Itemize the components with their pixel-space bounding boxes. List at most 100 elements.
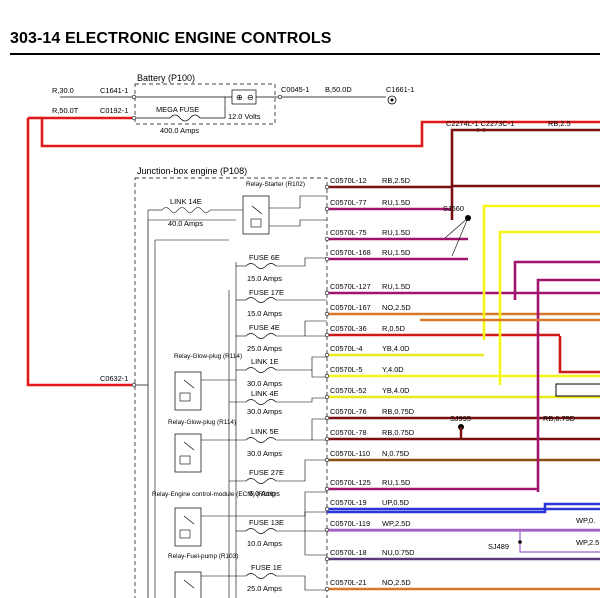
fuse13e-out-2 xyxy=(304,511,327,531)
ground-terminal-c1661-inner xyxy=(390,98,394,102)
link4e-rating: 30.0 Amps xyxy=(247,407,282,416)
link1e-rating: 30.0 Amps xyxy=(247,379,282,388)
circuit-wire-label: R,0.5D xyxy=(382,324,405,333)
relay-starter-out-2 xyxy=(269,219,327,227)
relay-glow-1-box xyxy=(174,371,202,411)
wire-right-purple-1 xyxy=(513,260,600,300)
wire-label-r50t: R,50.0T xyxy=(52,106,79,115)
relay-ecm-label: Relay-Engine control-module (ECM) (R116) xyxy=(152,491,275,498)
fuse27e-rating: 5.0 Amps xyxy=(249,489,280,498)
circuit-wire-label: NO,2.5D xyxy=(382,578,411,587)
circuit-pin-label: C0570L-18 xyxy=(330,548,367,557)
circuit-pin-label: C0570L-77 xyxy=(330,198,367,207)
circuit-pin-label: C0570L-52 xyxy=(330,386,367,395)
relay-fuel-switch xyxy=(183,579,195,589)
wire-label-rb25-top: RB,2.5 xyxy=(548,119,571,128)
circuit-connector-pin xyxy=(324,352,330,358)
relay-fuel-label: Relay-Fuel-pump (R103) xyxy=(168,553,238,560)
relay-starter-out-1 xyxy=(299,195,327,208)
splice-sj489: SJ489 xyxy=(488,542,509,551)
wire-right-purple-2 xyxy=(536,278,600,492)
circuit-wire-label: YB,4.0D xyxy=(382,386,410,395)
relay-glow-2-switch xyxy=(183,441,195,451)
link14e-symbol xyxy=(161,207,211,213)
link14e-rating: 40.0 Amps xyxy=(168,219,203,228)
circuit-pin-label: C0570L-110 xyxy=(330,449,370,458)
splice-sj560: SJ560 xyxy=(443,204,464,213)
fuse17e-label: FUSE 17E xyxy=(249,288,284,297)
circuit-connector-pin xyxy=(324,394,330,400)
fuse17e-rating: 15.0 Amps xyxy=(247,309,282,318)
title-underline xyxy=(10,53,600,55)
battery-voltage: 12.0 Volts xyxy=(228,112,261,121)
circuit-connector-pin xyxy=(324,290,330,296)
wire-right-yellow-2 xyxy=(498,230,600,385)
circuit-connector-pin xyxy=(324,311,330,317)
wire-label-rb075d: RB,0.75D xyxy=(543,414,575,423)
circuit-pin-label: C0570L-119 xyxy=(330,519,370,528)
circuit-wire-label: RU,1.5D xyxy=(382,198,410,207)
circuit-pin-label: C0570L-75 xyxy=(330,228,367,237)
circuit-wire-label: RU,1.5D xyxy=(382,282,410,291)
right-label-wp2: WP,2.5 xyxy=(576,538,599,547)
circuit-pin-label: C0570L-5 xyxy=(330,365,362,374)
fuse27e-out xyxy=(276,459,327,482)
link5e-label: LINK 5E xyxy=(251,427,279,436)
circuit-connector-pin xyxy=(324,486,330,492)
circuit-wire-label: RB,0.75D xyxy=(382,428,414,437)
fuse4e-symbol xyxy=(245,333,277,339)
link4e-symbol xyxy=(245,399,277,405)
circuit-pin-label: C0570L-36 xyxy=(330,324,367,333)
fuse1e-rating: 25.0 Amps xyxy=(247,584,282,593)
link14e-label: LINK 14E xyxy=(170,197,202,206)
connector-c0632: C0632-1 xyxy=(100,374,128,383)
fuse13e-out-3 xyxy=(304,531,327,556)
link5e-rating: 30.0 Amps xyxy=(247,449,282,458)
relay-glow-1-switch xyxy=(183,379,195,389)
connector-pin-c0192 xyxy=(131,115,137,121)
circuit-connector-pin xyxy=(324,206,330,212)
circuit-pin-label: C0570L-127 xyxy=(330,282,371,291)
link1e-out-2 xyxy=(311,370,327,378)
page-title: 303-14 ELECTRONIC ENGINE CONTROLS xyxy=(10,30,332,47)
circuit-connector-pin xyxy=(324,556,330,562)
junction-box-outline xyxy=(134,177,328,598)
fuse13e-symbol xyxy=(245,528,277,534)
relay-ecm-switch xyxy=(183,515,195,525)
connector-c1641: C1641-1 xyxy=(100,86,128,95)
battery-plus-sign: ⊕ xyxy=(236,93,243,102)
link5e-out-2 xyxy=(311,418,327,440)
relay-ecm-box xyxy=(174,507,202,547)
connector-c0192: C0192-1 xyxy=(100,106,128,115)
fuse1e-label: FUSE 1E xyxy=(251,563,282,572)
fuse6e-label: FUSE 6E xyxy=(249,253,280,262)
fuse4e-label: FUSE 4E xyxy=(249,323,280,332)
fuse6e-out xyxy=(276,257,327,267)
circuit-connector-pin xyxy=(324,506,330,512)
circuit-pin-label: C0570L-12 xyxy=(330,176,367,185)
circuit-pin-label: C0570L-4 xyxy=(330,344,362,353)
circuit-pin-label: C0570L-21 xyxy=(330,578,367,587)
fuse4e-out xyxy=(276,320,327,337)
connector-c1661: C1661-1 xyxy=(386,85,414,94)
link1e-label: LINK 1E xyxy=(251,357,279,366)
circuit-connector-pin xyxy=(324,373,330,379)
circuit-wire-label: UP,0.5D xyxy=(382,498,409,507)
splice-sj489-dot xyxy=(518,540,522,544)
relay-starter-label-1: Relay-Starter (R102) xyxy=(246,181,305,188)
circuit-connector-pin xyxy=(324,457,330,463)
circuit-connector-pin xyxy=(324,236,330,242)
circuit-connector-pin xyxy=(324,184,330,190)
relay-starter-coil xyxy=(250,218,262,228)
circuit-wire-label: RU,1.5D xyxy=(382,228,410,237)
circuit-connector-pin xyxy=(324,256,330,262)
battery-label: Battery (P100) xyxy=(137,73,195,83)
circuit-pin-label: C0570L-167 xyxy=(330,303,371,312)
circuit-wire-label: N,0.75D xyxy=(382,449,409,458)
circuit-pin-label: C0570L-19 xyxy=(330,498,367,507)
relay-ecm-out xyxy=(201,491,327,517)
circuit-wire-label: NU,0.75D xyxy=(382,548,414,557)
circuit-connector-pin xyxy=(324,332,330,338)
wire-right-wp xyxy=(327,530,600,553)
